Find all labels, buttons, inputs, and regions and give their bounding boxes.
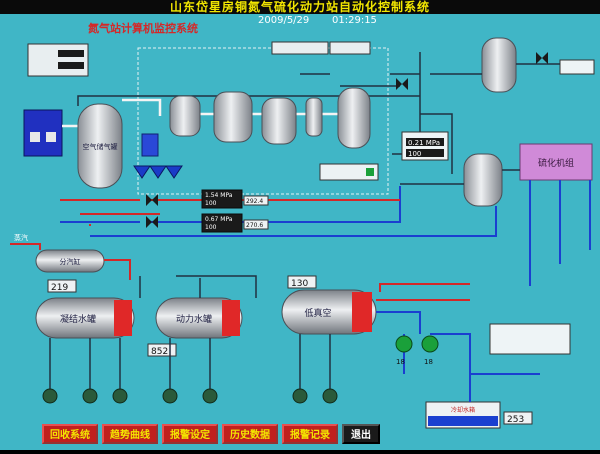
condensate-level-bar [114, 300, 132, 336]
steam-collector-label: 分汽缸 [60, 257, 81, 266]
cold-water-level-bar [428, 416, 498, 426]
steam-pressure-readout: 1.54 MPa [205, 192, 233, 199]
adsorber-tank-2[interactable] [261, 97, 297, 145]
water-flow-readout: 100 [205, 224, 217, 231]
power-water-level-bar [222, 300, 240, 336]
low-vacuum-level-bar [352, 292, 372, 332]
power-water-tank-label: 动力水罐 [176, 313, 212, 325]
circulation-pumps[interactable] [395, 335, 439, 353]
power-water-level-readout: 852 [151, 347, 168, 357]
instrument-topleft-value [58, 50, 84, 57]
status-panel [319, 163, 379, 181]
right-top-tank[interactable] [481, 37, 517, 93]
steam-in-label: 蒸汽 [14, 233, 28, 242]
adsorber-tank-1[interactable] [213, 91, 253, 143]
nav-history-data[interactable]: 历史数据 [222, 424, 278, 444]
condensate-tank[interactable] [35, 297, 135, 339]
water-total-box [243, 219, 269, 230]
page-title: 氮气站计算机监控系统 [88, 21, 198, 35]
nav-recovery-system[interactable]: 回收系统 [42, 424, 98, 444]
instrument-panel-top-2 [329, 41, 371, 55]
steam-total-readout: 292.4 [246, 198, 263, 205]
nav-alarm-records[interactable]: 报警记录 [282, 424, 338, 444]
cold-water-tank-label: 冷却水箱 [451, 406, 475, 414]
process-boundary [137, 47, 389, 195]
instrument-topleft-value-2 [58, 62, 84, 69]
power-water-tank[interactable] [155, 297, 243, 339]
condensate-tank-label: 凝结水罐 [60, 313, 96, 325]
vulcanizer-label: 硫化机组 [538, 157, 574, 169]
dryer-tank-1[interactable] [169, 95, 201, 137]
time-readout: 01:29:15 [332, 15, 377, 26]
vulcanizer-unit[interactable] [519, 143, 593, 181]
pump-row-left[interactable] [42, 388, 338, 404]
adsorber-tank-3[interactable] [305, 97, 323, 137]
right-pressure-readout: 0.21 MPa [408, 139, 440, 147]
air-receiver-label: 空气储气罐 [83, 142, 118, 151]
cold-water-level-box [503, 411, 533, 425]
steam-readout-panel [201, 189, 243, 209]
instrument-panel-top [271, 41, 329, 55]
steam-total-box [243, 195, 269, 206]
instrument-panel-topleft [27, 43, 89, 77]
air-receiver-tank[interactable] [77, 103, 123, 189]
right-pressure-box [406, 138, 444, 146]
low-vacuum-level-box [287, 275, 317, 289]
cooling-readout-panel [489, 323, 571, 355]
right-top-readout [559, 59, 595, 75]
control-cabinet[interactable] [23, 109, 63, 157]
right-flow-readout: 100 [408, 150, 421, 158]
cabinet-window-left [30, 132, 40, 142]
right-flow-box [406, 149, 444, 157]
nav-trend-curve[interactable]: 趋势曲线 [102, 424, 158, 444]
date-readout: 2009/5/29 [258, 15, 309, 26]
low-vacuum-tank-label: 低真空 [304, 307, 331, 319]
water-pressure-readout: 0.67 MPa [205, 216, 233, 223]
condensate-level-readout: 219 [51, 283, 68, 293]
window-title: 山东岱星房铜氮气硫化动力站自动化控制系统 [0, 0, 600, 14]
low-vacuum-level-readout: 130 [291, 279, 308, 289]
valve-symbols[interactable] [146, 52, 548, 228]
cold-water-level-readout: 253 [507, 415, 524, 425]
steam-flow-readout: 100 [205, 200, 217, 207]
nav-exit[interactable]: 退出 [342, 424, 380, 444]
power-water-level-box [147, 343, 177, 357]
nitrogen-buffer-tank[interactable] [337, 87, 371, 149]
condensate-level-box [47, 279, 77, 293]
nav-alarm-settings[interactable]: 报警设定 [162, 424, 218, 444]
filter-1[interactable] [141, 133, 159, 157]
cabinet-window-right [46, 132, 56, 142]
pump-left-readout: 18 [396, 358, 405, 366]
scada-screen: 2009/5/29 01:29:15 氮气站计算机监控系统 空气储气罐 硫化机组… [0, 14, 600, 450]
water-total-readout: 270.6 [246, 222, 263, 229]
pump-right-readout: 18 [424, 358, 433, 366]
water-readout-panel [201, 213, 243, 233]
filter-cones[interactable] [133, 165, 183, 179]
status-lamp [366, 168, 374, 176]
right-lower-tank[interactable] [463, 153, 503, 207]
